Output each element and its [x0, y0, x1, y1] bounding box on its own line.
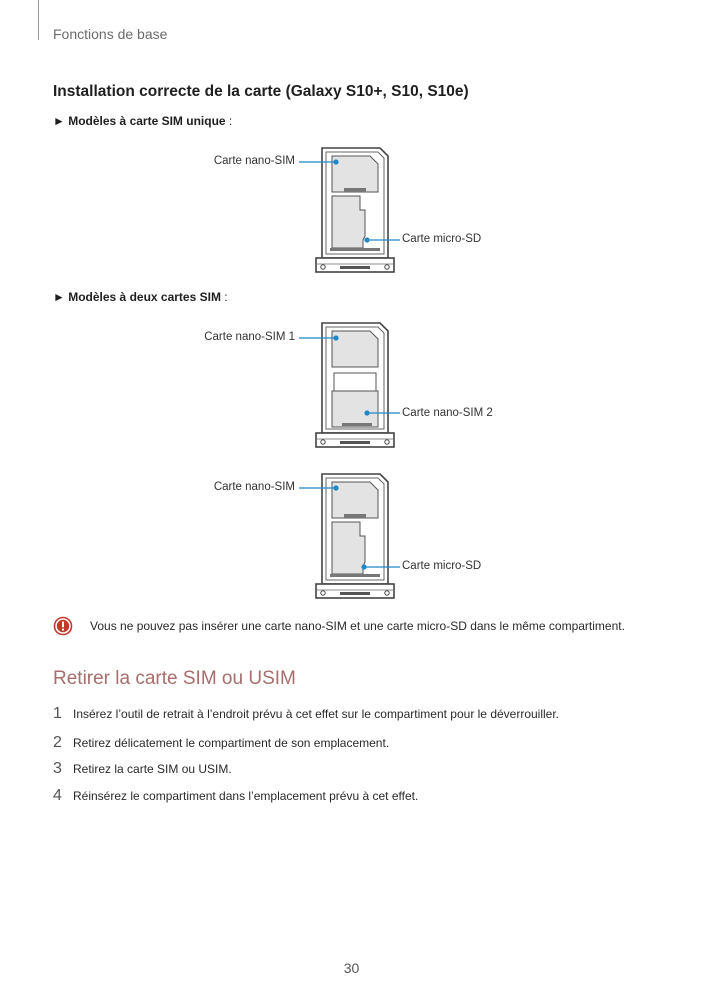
tray-dual-nano — [315, 322, 395, 448]
dual-sim-heading-label: ► Modèles à deux cartes SIM — [53, 290, 221, 304]
section-title: Installation correcte de la carte (Galax… — [53, 83, 469, 100]
header-rule — [38, 0, 39, 40]
caution-text: Vous ne pouvez pas insérer une carte nan… — [90, 619, 625, 633]
step-2: 2 Retirez délicatement le compartiment d… — [53, 734, 389, 752]
label-micro-sd: Carte micro-SD — [402, 233, 482, 245]
dual-sim-heading-suffix: : — [220, 290, 228, 304]
tray-dual-nano-microsd — [315, 473, 395, 599]
page-number: 30 — [343, 960, 360, 976]
single-sim-heading-suffix: : — [225, 114, 233, 128]
section-header: Fonctions de base — [53, 26, 168, 42]
single-sim-heading-label: ► Modèles à carte SIM unique — [53, 114, 226, 128]
label-micro-sd-tray2: Carte micro-SD — [402, 560, 482, 572]
step-1: 1 Insérez l’outil de retrait à l’endroit… — [53, 705, 559, 723]
label-nano-sim-1: Carte nano-SIM 1 — [204, 331, 295, 343]
tray-single-sim — [315, 147, 395, 273]
label-nano-sim-tray2: Carte nano-SIM — [213, 481, 295, 493]
step-3: 3 Retirez la carte SIM ou USIM. — [53, 760, 232, 778]
step-number: 2 — [53, 734, 62, 751]
step-text: Réinsérez le compartiment dans l’emplace… — [73, 789, 419, 803]
warning-icon — [53, 616, 73, 636]
step-text: Retirez la carte SIM ou USIM. — [73, 762, 232, 776]
step-text: Insérez l’outil de retrait à l’endroit p… — [73, 707, 560, 721]
label-nano-sim: Carte nano-SIM — [213, 155, 295, 167]
step-number: 3 — [53, 760, 62, 777]
label-nano-sim-2: Carte nano-SIM 2 — [402, 407, 493, 419]
step-text: Retirez délicatement le compartiment de … — [73, 736, 390, 750]
step-number: 1 — [53, 705, 62, 722]
single-sim-heading: ► Modèles à carte SIM unique : — [53, 114, 232, 128]
remove-section-title: Retirer la carte SIM ou USIM — [53, 668, 296, 689]
step-number: 4 — [53, 787, 62, 804]
step-4: 4 Réinsérez le compartiment dans l’empla… — [53, 787, 418, 805]
dual-sim-heading: ► Modèles à deux cartes SIM : — [53, 290, 228, 304]
